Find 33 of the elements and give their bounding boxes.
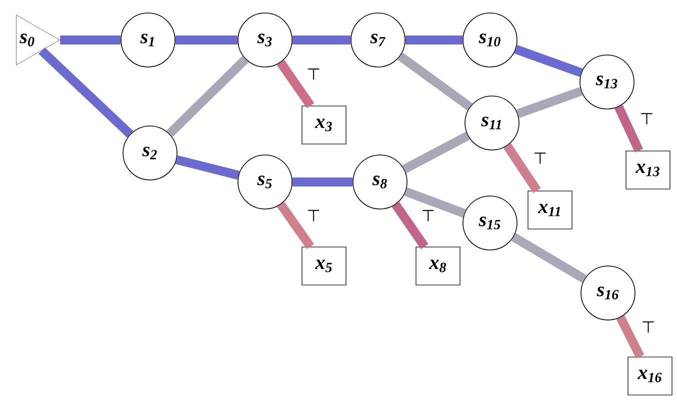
- source-triangle: s$_{0}$: [16, 14, 60, 66]
- connector-line: [392, 202, 428, 250]
- connector-line: [614, 104, 644, 152]
- connector-line: [405, 36, 463, 44]
- output-box: x$_{8}$: [416, 246, 460, 286]
- connector-line: [276, 60, 314, 108]
- connector-line: [60, 36, 121, 44]
- connector-line: [175, 36, 238, 44]
- edge-label: ⊤: [308, 210, 320, 222]
- edge-label: ⊤: [422, 210, 434, 222]
- connector-line: [511, 233, 587, 283]
- output-box: x$_{13}$: [626, 150, 670, 190]
- connector-line: [616, 315, 644, 359]
- output-box: x$_{5}$: [302, 246, 346, 286]
- connector-line: [516, 86, 583, 118]
- output-box: x$_{11}$: [528, 190, 572, 230]
- edge-label: ⊤: [642, 321, 654, 333]
- edge-label: ⊤: [308, 68, 320, 80]
- connector-line: [404, 187, 466, 218]
- connector-line: [398, 52, 472, 111]
- connector-line: [402, 132, 470, 174]
- edge-label: ⊤: [534, 152, 546, 164]
- connector-line: [503, 143, 541, 194]
- output-box: x$_{3}$: [302, 106, 346, 144]
- connector-line: [292, 178, 353, 186]
- output-box: x$_{16}$: [628, 356, 672, 396]
- connector-line: [166, 56, 249, 137]
- connector-line: [277, 202, 314, 250]
- connector-line: [38, 47, 134, 138]
- edge-label: ⊤: [641, 113, 652, 124]
- connector-line: [175, 155, 240, 180]
- connector-line: [514, 45, 583, 77]
- connector-line: [292, 36, 351, 44]
